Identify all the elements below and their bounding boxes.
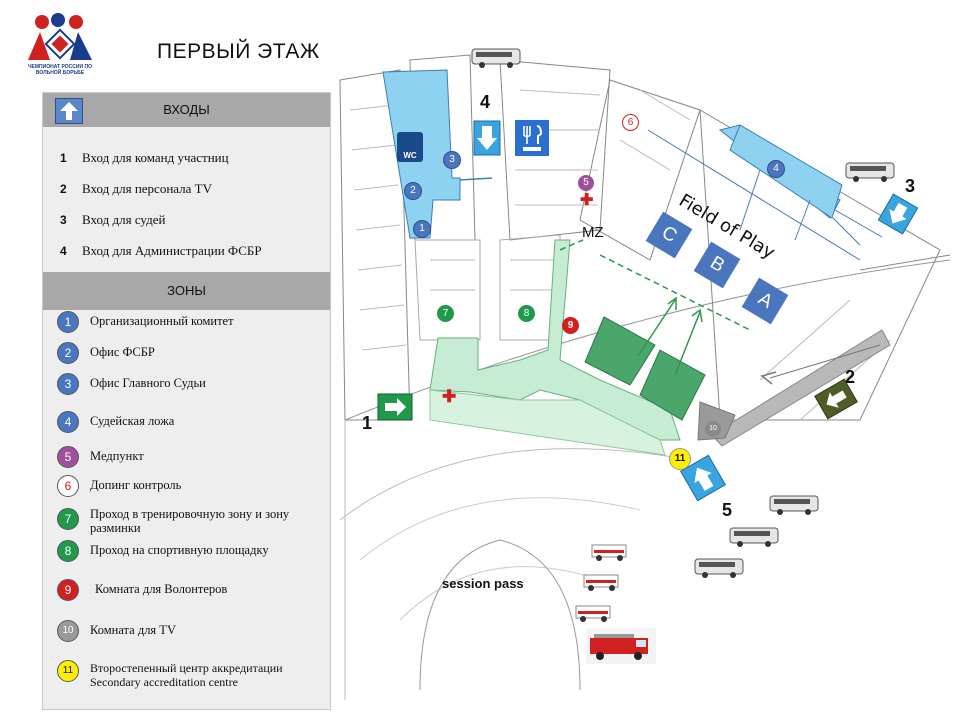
marker-5: 5 (578, 175, 594, 191)
marker-1: 1 (413, 220, 431, 238)
ambulance-icon (583, 574, 619, 591)
marker-8: 8 (518, 305, 535, 322)
marker-4: 4 (767, 160, 785, 178)
wc-icon: WC (397, 132, 423, 162)
entrance-2-arrow-icon (814, 378, 858, 420)
entrance-number-2: 2 (845, 367, 856, 387)
first-aid-icon: ✚ (442, 387, 457, 406)
entrance-number-5: 5 (722, 500, 733, 520)
bus-icon (471, 48, 521, 68)
logo-caption: ЧЕМПИОНАТ РОССИИ ПО ВОЛЬНОЙ БОРЬБЕ (28, 64, 92, 76)
page-title: ПЕРВЫЙ ЭТАЖ (157, 40, 320, 63)
fire-truck-icon (586, 628, 656, 664)
up-arrow-icon (55, 98, 83, 124)
ambulance-icon (591, 544, 627, 561)
entrances-header: ВХОДЫ (43, 93, 330, 127)
entrance-4-arrow-icon (473, 120, 501, 156)
bus-icon (769, 495, 819, 515)
entrance-number-3: 3 (905, 176, 916, 196)
marker-9: 9 (562, 317, 579, 334)
mz-label: MZ (582, 224, 604, 241)
first-aid-icon: ✚ (580, 192, 594, 209)
bus-icon (729, 527, 779, 547)
bus-icon (845, 162, 895, 182)
marker-11: 11 (669, 448, 691, 470)
marker-3: 3 (443, 151, 461, 169)
food-icon (515, 120, 549, 156)
zones-header: ЗОНЫ (43, 272, 330, 310)
marker-10: 10 (705, 421, 721, 437)
floor-plan (339, 54, 951, 700)
entrance-3-arrow-icon (877, 193, 919, 235)
entrance-5-arrow-icon (679, 454, 727, 502)
entrance-1-arrow-icon (377, 393, 413, 421)
entrance-number-1: 1 (362, 413, 373, 433)
ambulance-icon (575, 605, 611, 622)
session-pass-label: session pass (442, 576, 524, 591)
entrance-number-4: 4 (480, 92, 491, 112)
marker-2: 2 (404, 182, 422, 200)
marker-7: 7 (437, 305, 454, 322)
bus-icon (694, 558, 744, 578)
championship-logo (28, 13, 92, 60)
marker-6: 6 (622, 114, 639, 131)
